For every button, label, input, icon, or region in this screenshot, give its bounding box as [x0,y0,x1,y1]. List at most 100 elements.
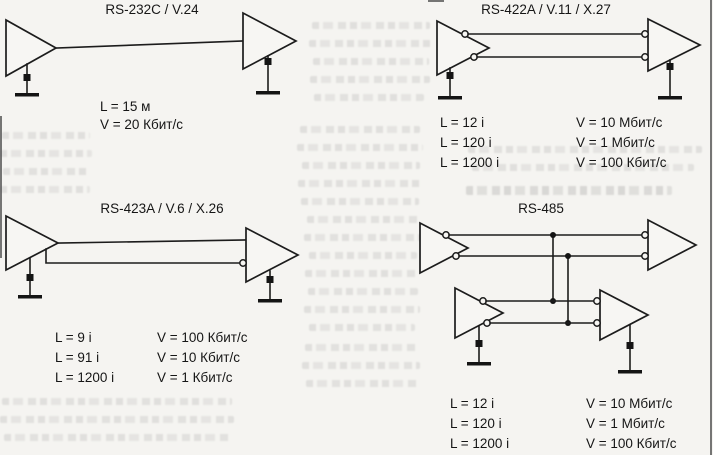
receiver-triangle [647,17,702,73]
spec-length: L = 12 i [450,396,494,411]
rs232-diagram: RS-232C / V.24 L = 15 м V = 20 Кбит/с [5,2,298,132]
inverting-bubble [641,30,649,38]
bleed-through-text [306,380,418,387]
bleed-through-text [302,362,420,369]
signal-wire [55,40,244,49]
bleed-through-text [297,144,423,151]
bleed-through-text [305,344,419,351]
scan-edge-left [0,116,2,258]
bleed-through-text [468,146,702,153]
inverting-bubble [239,259,247,267]
spec-speed: V = 100 Кбит/с [576,155,667,170]
bleed-through-text [2,398,232,405]
spec-length: L = 91 i [55,350,99,365]
driver-triangle [419,221,470,275]
bleed-through-text [2,132,90,139]
bleed-through-text [312,22,430,29]
ground-node-square [26,274,34,281]
bleed-through-text [310,76,430,83]
spec-length: L = 1200 i [55,370,114,385]
bleed-through-text [309,252,417,259]
bleed-through-text [309,40,431,47]
ground-symbol [618,324,642,374]
spec-length: L = 120 i [450,416,502,431]
spec-length: L = 9 i [55,330,92,345]
ground-node-square [475,340,483,347]
rs422-title: RS-422A / V.11 / X.27 [481,2,611,17]
scan-edge-right [710,0,712,455]
rs423-title: RS-423A / V.6 / X.26 [100,201,223,216]
receiver-triangle [647,218,698,272]
bleed-through-text [0,416,234,423]
ground-bar [658,96,682,100]
ground-bar [18,295,42,299]
driver-triangle [5,18,58,78]
ground-bar [618,370,642,374]
spec-speed: V = 100 Кбит/с [157,330,248,345]
ground-symbol [15,63,39,97]
spec-speed: V = 20 Кбит/с [100,117,183,132]
bleed-through-text [314,94,424,101]
ground-symbol [258,270,282,303]
bleed-through-text [313,58,429,65]
bleed-through-text [300,126,420,133]
bleed-through-text [0,150,92,157]
return-wire [45,248,241,264]
ground-bar [256,91,280,95]
inverting-bubble [641,252,649,260]
bleed-through-text [472,164,694,171]
bleed-through-text [301,198,419,205]
receiver-triangle [242,11,298,71]
spec-length: L = 1200 i [440,155,499,170]
ground-symbol [18,257,42,299]
spec-speed: V = 1 Мбит/с [576,135,655,150]
inverting-bubble [593,319,601,327]
rs422-diagram: RS-422A / V.11 / X.27 L = 12 i L = 120 i… [436,2,702,170]
bleed-through-text [4,434,230,441]
spec-length: L = 12 i [440,115,484,130]
bleed-through-heading [466,186,672,195]
rs232-title: RS-232C / V.24 [105,2,199,17]
junction-dot [550,232,556,238]
ground-bar [15,93,39,97]
ground-node-square [666,63,674,70]
ground-bar [438,96,462,100]
bleed-through-text [307,216,419,223]
spec-speed: V = 1 Кбит/с [157,370,233,385]
receiver-triangle [599,288,650,342]
ground-node-square [626,342,634,349]
ground-symbol [438,67,462,100]
rs485-diagram: RS-485 [419,201,698,451]
bleed-through-text [302,162,420,169]
ground-symbol [467,325,491,366]
inverting-bubble [641,53,649,61]
bleed-through-text [308,288,418,295]
scan-edge-tick [428,0,444,2]
signal-wire [57,239,247,244]
driver-triangle [5,214,60,272]
bleed-through-text [0,186,90,193]
inverting-bubble [641,231,649,239]
junction-dot [565,253,571,259]
spec-length: L = 120 i [440,135,492,150]
ground-bar [467,362,491,366]
spec-speed: V = 10 Мбит/с [586,396,673,411]
bleed-through-text [3,168,89,175]
bleed-through-text [298,180,422,187]
spec-speed: V = 1 Мбит/с [586,416,665,431]
ground-node-square [446,72,454,79]
bleed-through-text [304,306,420,313]
rs485-title: RS-485 [518,201,564,216]
spec-speed: V = 10 Кбит/с [157,350,240,365]
ground-symbol [658,59,682,100]
bleed-through-text [304,234,420,241]
bleed-through-text [305,270,419,277]
ground-symbol [256,55,280,95]
bleed-through-text [309,324,415,331]
ground-node-square [264,58,272,65]
rs423-diagram: RS-423A / V.6 / X.26 L = 9 i L = 91 i L … [5,201,300,385]
inverting-bubble [593,297,601,305]
ground-node-square [266,276,274,283]
